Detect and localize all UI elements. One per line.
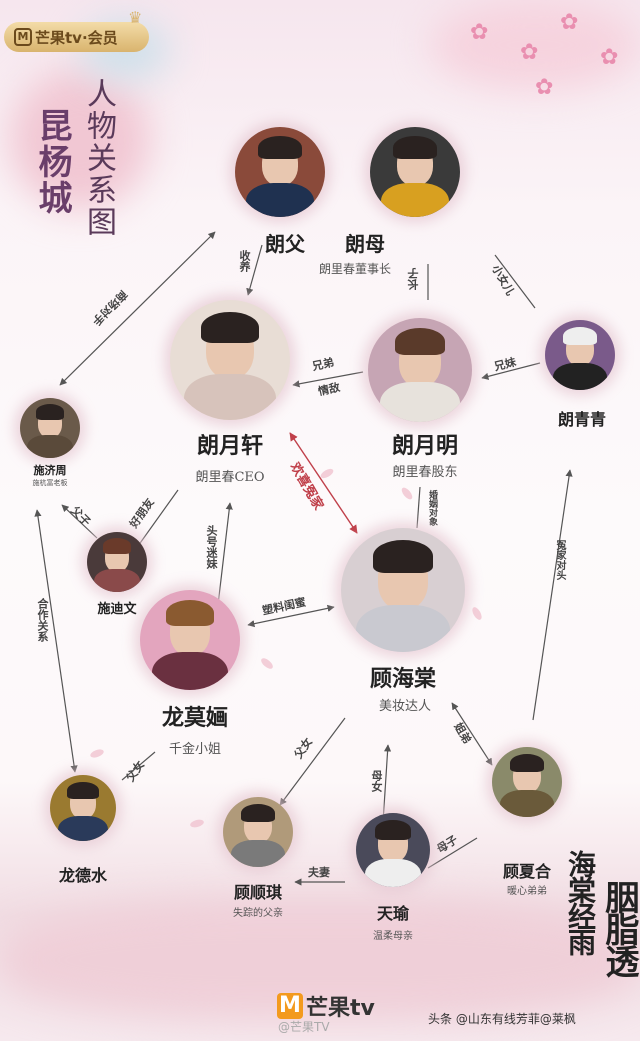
portrait-gu-haitang [341, 528, 465, 652]
edge-plastic-bff [247, 604, 335, 628]
edge-enemies [532, 469, 573, 721]
character-name: 施迪文 [97, 602, 137, 617]
mango-logo-icon: M [14, 28, 32, 46]
character-role: 千金小姐 [168, 742, 222, 757]
edge-mother-son [427, 837, 478, 869]
blossom-icon: ✿ [535, 75, 554, 100]
portrait-shi-diwen [87, 532, 147, 592]
drama-title-calligraphy-1: 海棠经雨 [564, 850, 597, 954]
portrait-gu-shunqi [223, 797, 293, 867]
edge-partners [34, 509, 78, 773]
crown-icon: ♛ [128, 8, 143, 27]
character-role: 朗里春股东 [392, 465, 458, 480]
portrait-tianyu [356, 813, 430, 887]
blossom-icon: ✿ [560, 10, 579, 35]
weibo-watermark: @芒果TV [278, 1020, 330, 1034]
character-name: 龙莫婳 [161, 705, 229, 731]
edge-label: 头号迷妹 [205, 525, 218, 569]
character-name: 朗月轩 [196, 433, 264, 459]
edge-bickering-lovers [289, 432, 358, 534]
character-name: 朗月明 [391, 433, 459, 459]
edge-label: 合作关系 [36, 598, 49, 642]
title-main: 人物关系图 [81, 78, 116, 238]
edge-mother-daughter [379, 744, 392, 824]
character-name: 顾顺琪 [233, 883, 283, 902]
portrait-long-deshui [50, 775, 116, 841]
edge-label: 冤家对头 [554, 540, 565, 580]
edge-fan [217, 502, 233, 606]
character-name: 天瑜 [376, 904, 410, 923]
character-role: 美妆达人 [378, 699, 432, 714]
portrait-gu-xiahe [492, 747, 562, 817]
badge-text: 芒果tv·会员 [35, 28, 118, 47]
blossom-icon: ✿ [470, 20, 489, 45]
bg-blossom-glow [430, 0, 640, 90]
character-role: 温柔母亲 [373, 931, 413, 942]
blossom-icon: ✿ [600, 45, 619, 70]
character-name: 朗母 [345, 232, 385, 256]
portrait-lang-father [235, 127, 325, 217]
portrait-long-mohua [140, 590, 240, 690]
bg-ink [10, 70, 150, 210]
edge-father-daughter-gu [279, 717, 346, 806]
portrait-lang-yueming [368, 318, 472, 422]
character-role: 暖心弟弟 [507, 886, 547, 897]
edge-label: 夫妻 [308, 866, 330, 879]
drama-title-calligraphy-2: 胭脂透 [599, 880, 639, 976]
edge-marriage [416, 486, 421, 529]
edge-label: 婚姻对象 [427, 490, 437, 526]
edge-sister-brother [451, 702, 493, 766]
mango-logo-icon: M [277, 993, 303, 1019]
character-role: 失踪的父亲 [233, 908, 283, 919]
portrait-lang-qingqing [545, 320, 615, 390]
character-name: 朗青青 [557, 410, 607, 429]
toutiao-watermark: 头条 @山东有线芳菲@莱枫 [428, 1012, 576, 1026]
edge-label: 长子 [407, 268, 420, 290]
character-role: 施杭富老板 [32, 479, 68, 487]
blossom-icon: ✿ [520, 40, 539, 65]
edge-siblings [481, 362, 541, 380]
portrait-lang-yuexuan [170, 300, 290, 420]
edge-label: 母女 [370, 770, 383, 792]
logo-text: 芒果tv [306, 996, 375, 1021]
edge-business-rival [59, 231, 216, 386]
character-name: 朗父 [265, 232, 305, 256]
character-name: 顾海棠 [369, 666, 437, 692]
edge-label: 收养 [238, 250, 251, 272]
edge-adopt [246, 244, 263, 296]
edge-father-daughter-long [121, 751, 156, 781]
portrait-lang-mother [370, 127, 460, 217]
edge-youngest-daughter [494, 254, 536, 309]
title-place: 昆杨城 [32, 108, 72, 216]
character-role: 朗里春董事长 [318, 262, 392, 276]
character-name: 龙德水 [58, 866, 108, 885]
character-name: 施济周 [33, 464, 67, 477]
bg-mountains [0, 900, 640, 1020]
edge-brothers [292, 371, 364, 388]
portrait-shi-jizhou [20, 398, 80, 458]
character-role: 朗里春CEO [195, 470, 265, 485]
character-name: 顾夏合 [502, 862, 552, 881]
